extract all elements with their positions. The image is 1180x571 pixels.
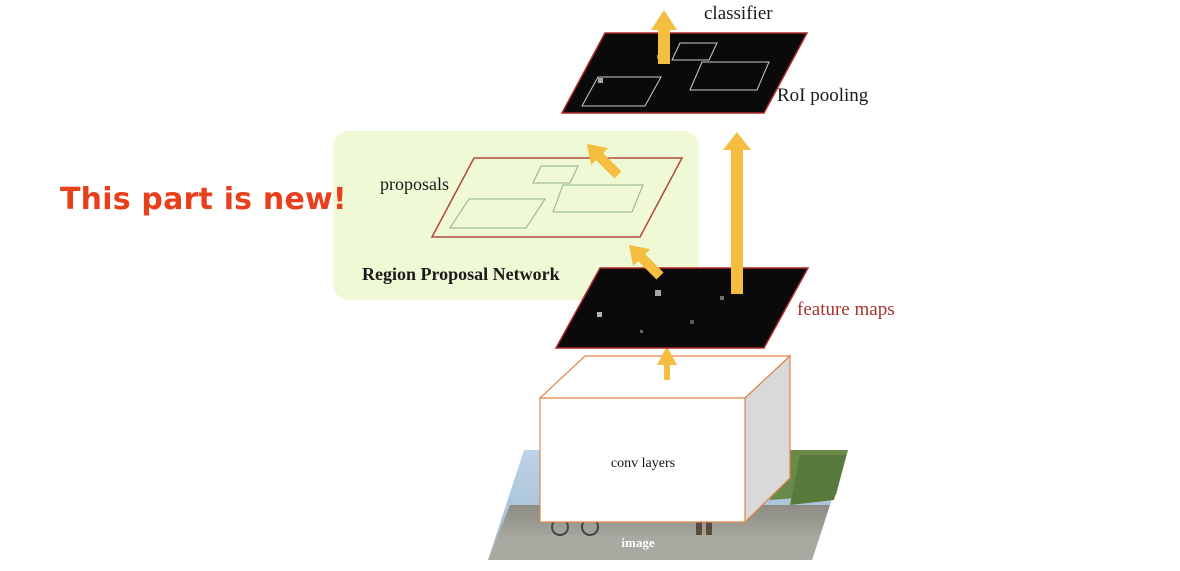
proposals-map (430, 157, 684, 238)
arrow-feature-to-roi (723, 132, 751, 294)
proposal-box-2 (552, 184, 644, 213)
proposal-box-1 (532, 165, 579, 184)
arrow-proposals-to-roi (586, 143, 622, 179)
roi-box-2 (689, 61, 770, 91)
classifier-label: classifier (704, 3, 773, 24)
proposal-box-3 (449, 198, 546, 229)
feature-maps (554, 267, 810, 349)
proposals-label: proposals (380, 174, 449, 194)
new-part-callout: This part is new! (60, 182, 347, 217)
conv-layers-label: conv layers (611, 456, 675, 471)
conv-layers-box (538, 354, 792, 524)
roi-pooling-map (560, 32, 809, 114)
arrow-roi-to-classifier (651, 10, 677, 64)
roi-box-3 (581, 76, 662, 107)
roi-pooling-label: RoI pooling (777, 85, 869, 106)
rpn-label: Region Proposal Network (362, 264, 560, 284)
arrow-feature-to-proposals (628, 244, 664, 280)
arrow-conv-to-feature-maps (657, 346, 677, 380)
roi-box-1 (671, 42, 718, 61)
rpn-highlight-region (333, 131, 699, 300)
feature-maps-label: feature maps (797, 299, 895, 320)
image-label: image (621, 535, 654, 550)
